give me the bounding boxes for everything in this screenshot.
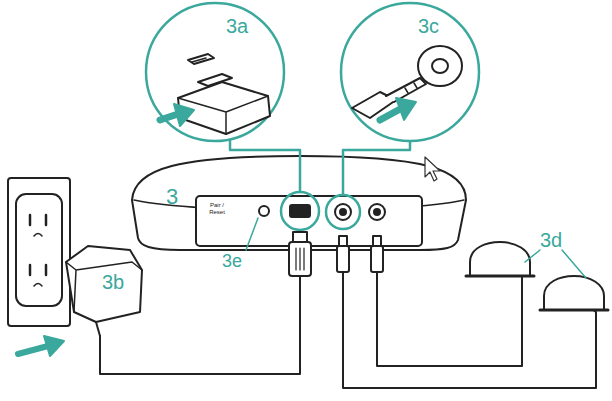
power-adapter: [66, 246, 300, 374]
callout-number: 3e: [222, 252, 242, 270]
callout-number: 3a: [226, 16, 248, 36]
callout-number: 3b: [102, 272, 124, 292]
callout-number: 3d: [540, 230, 562, 250]
callout-number: 3c: [418, 16, 439, 36]
callout-number: 3: [166, 186, 178, 208]
button-label: Pair / Reset: [206, 202, 228, 215]
sensor-cables: [337, 236, 596, 388]
ir-sensor: [466, 242, 608, 310]
audio-jack-inset: [352, 46, 462, 120]
usb-cable: [289, 232, 311, 292]
usb-plug-inset: [160, 54, 270, 134]
wall-outlet: [8, 178, 70, 326]
